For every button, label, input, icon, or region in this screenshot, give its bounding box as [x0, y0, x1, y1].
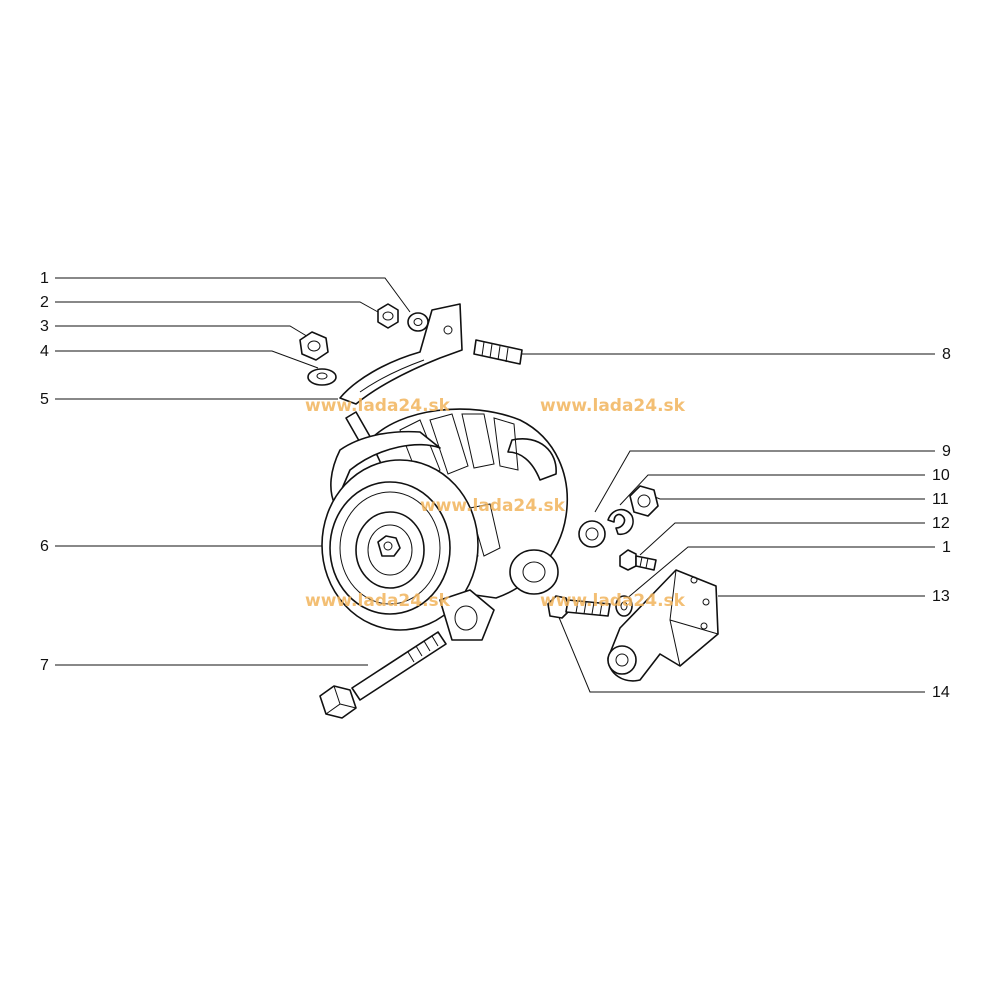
alternator-6: [321, 408, 568, 641]
leader-line-9: [594, 450, 935, 513]
stud-8: [473, 339, 523, 365]
callout-number-5: 5: [40, 391, 49, 408]
nut-3: [299, 331, 329, 361]
callout-number-9: 9: [942, 443, 951, 460]
leader-line-1: [55, 277, 411, 313]
washer-4: [307, 368, 337, 386]
mounting-bracket-13: [607, 569, 719, 682]
tension-bracket-5: [339, 303, 463, 405]
left-callouts: 1 2 3 4 5 6 7: [40, 270, 411, 674]
right-callouts: 8 9 10 11 12 1 13 14: [512, 346, 951, 701]
callout-number-13: 13: [932, 588, 950, 605]
nut-11: [629, 485, 659, 517]
nut-2: [377, 303, 399, 329]
leader-line-4: [55, 350, 319, 369]
leader-line-10: [619, 474, 925, 506]
leader-line-12: [639, 522, 925, 556]
callout-number-1: 1: [40, 270, 49, 287]
callout-number-7: 7: [40, 657, 49, 674]
spring-washer-10: [607, 508, 634, 536]
leader-line-11: [649, 494, 925, 500]
bolt-14: [547, 595, 611, 619]
washer-9: [578, 520, 606, 548]
watermark-text: www.lada24.sk: [305, 591, 451, 611]
callout-number-14: 14: [932, 684, 950, 701]
leader-line-1-right: [624, 546, 935, 601]
watermark-text: www.lada24.sk: [540, 591, 686, 611]
callout-number-6: 6: [40, 538, 49, 555]
washer-1-right: [615, 595, 633, 617]
leader-line-14: [557, 614, 925, 693]
washer-1-top: [407, 312, 429, 332]
callout-number-4: 4: [40, 343, 49, 360]
callout-number-1-right: 1: [942, 539, 951, 556]
watermark-text: www.lada24.sk: [420, 496, 566, 516]
callout-number-12: 12: [932, 515, 950, 532]
watermark-text: www.lada24.sk: [540, 396, 686, 416]
callout-number-8: 8: [942, 346, 951, 363]
callout-number-3: 3: [40, 318, 49, 335]
leader-line-3: [55, 325, 311, 339]
callout-number-11: 11: [932, 491, 949, 508]
callout-number-10: 10: [932, 467, 950, 484]
watermarks: www.lada24.sk www.lada24.sk www.lada24.s…: [305, 396, 686, 611]
bolt-12: [619, 549, 657, 571]
callout-number-2: 2: [40, 294, 49, 311]
watermark-text: www.lada24.sk: [305, 396, 451, 416]
bolt-7: [319, 631, 447, 719]
leader-line-2: [55, 301, 379, 313]
